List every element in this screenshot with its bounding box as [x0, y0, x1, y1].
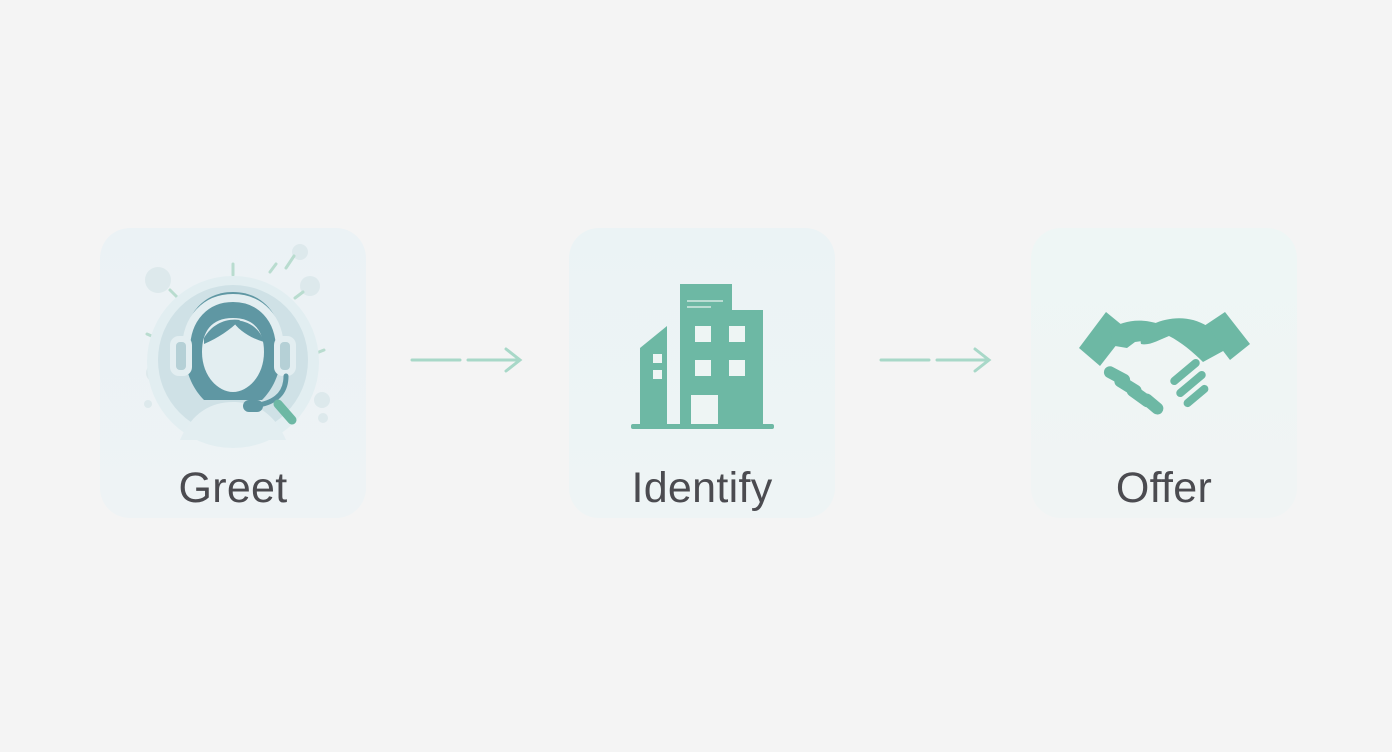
- arrow-right-icon: [408, 345, 524, 375]
- arrow-right-icon: [877, 345, 993, 375]
- customer-support-headset-icon: [100, 228, 366, 458]
- step-card-offer: Offer: [1031, 228, 1297, 518]
- step-label-offer: Offer: [1115, 464, 1213, 512]
- step-label-identify: Identify: [631, 464, 773, 512]
- step-card-identify: Identify: [569, 228, 835, 518]
- office-building-icon: [569, 228, 835, 458]
- handshake-icon: [1031, 228, 1297, 458]
- step-label-greet: Greet: [178, 464, 288, 512]
- step-card-greet: Greet: [100, 228, 366, 518]
